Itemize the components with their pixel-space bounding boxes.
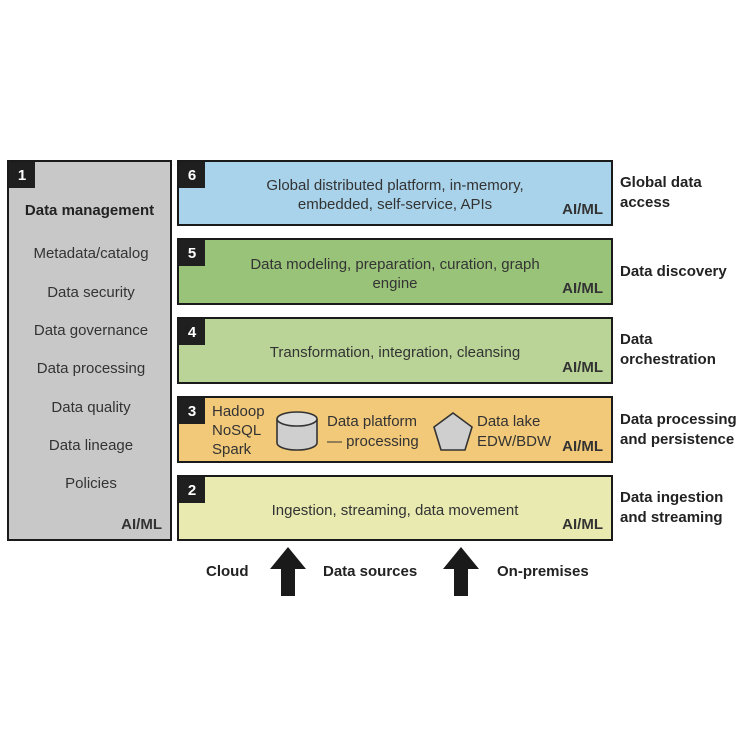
layer-5-label: Data discovery (620, 262, 727, 282)
data-management-panel: 1 Data management Metadata/catalog Data … (7, 160, 172, 541)
layer-number-4: 4 (179, 319, 205, 345)
up-arrow-icon-right (443, 547, 479, 596)
layer-3-label-line1: Data processing (620, 411, 737, 428)
layer-6-label-line1: Global data (620, 174, 702, 191)
data-lake-line1: Data lake (477, 413, 541, 430)
layer-2-label: Data ingestion and streaming (620, 488, 723, 528)
management-item-metadata: Metadata/catalog (33, 245, 149, 262)
tool-nosql: NoSQL (212, 422, 262, 439)
layer-number-2: 2 (179, 477, 205, 503)
layer-4-label-line2: orchestration (620, 351, 716, 368)
layer-3-tools: Hadoop NoSQL Spark (212, 402, 265, 459)
data-lake-pentagon-icon (433, 412, 473, 451)
layer-4-aiml: AI/ML (562, 359, 603, 376)
layer-4-box: 4 Transformation, integration, cleansing… (177, 317, 613, 384)
data-platform-label: Data platform — processing (327, 412, 419, 452)
layer-number-5: 5 (179, 240, 205, 266)
on-premises-label: On-premises (497, 563, 589, 580)
tool-hadoop: Hadoop (212, 403, 265, 420)
layer-2-box: 2 Ingestion, streaming, data movement AI… (177, 475, 613, 541)
data-platform-line2: — processing (327, 433, 419, 450)
layer-number-6: 6 (179, 162, 205, 188)
layer-5-text-line1: Data modeling, preparation, curation, gr… (250, 256, 540, 273)
layer-5-text-line2: engine (372, 275, 418, 292)
management-item-processing: Data processing (36, 360, 146, 377)
database-cylinder-icon (276, 411, 318, 451)
layer-3-aiml: AI/ML (562, 438, 603, 455)
management-item-governance: Data governance (33, 322, 149, 339)
layer-2-label-line2: and streaming (620, 509, 723, 526)
layer-3-label: Data processing and persistence (620, 410, 737, 450)
layer-6-box: 6 Global distributed platform, in-memory… (177, 160, 613, 226)
layer-4-text-line1: Transformation, integration, cleansing (269, 344, 521, 361)
layer-6-label: Global data access (620, 173, 702, 213)
layer-6-text-line2: embedded, self-service, APIs (297, 196, 493, 213)
layer-2-label-line1: Data ingestion (620, 489, 724, 506)
layer-3-label-line2: and persistence (620, 431, 735, 448)
layer-5-aiml: AI/ML (562, 280, 603, 297)
layer-2-aiml: AI/ML (562, 516, 603, 533)
management-item-lineage: Data lineage (48, 437, 134, 454)
layer-5-label-line1: Data discovery (620, 263, 727, 280)
layer-6-aiml: AI/ML (562, 201, 603, 218)
data-lake-label: Data lake EDW/BDW (477, 412, 551, 452)
management-aiml: AI/ML (121, 516, 162, 533)
management-item-quality: Data quality (51, 399, 131, 416)
up-arrow-icon-left (270, 547, 306, 596)
layer-3-box: 3 Hadoop NoSQL Spark Data platform — pro… (177, 396, 613, 463)
tool-spark: Spark (212, 441, 252, 458)
layer-4-label-line1: Data (620, 331, 653, 348)
management-item-policies: Policies (65, 475, 117, 492)
cloud-label: Cloud (206, 563, 249, 580)
layer-6-text-line1: Global distributed platform, in-memory, (266, 177, 524, 194)
layer-5-box: 5 Data modeling, preparation, curation, … (177, 238, 613, 305)
data-management-title: Data management (24, 202, 155, 219)
layer-6-label-line2: access (620, 194, 671, 211)
layer-number-1: 1 (9, 162, 35, 188)
layer-number-3: 3 (179, 398, 205, 424)
data-lake-line2: EDW/BDW (477, 433, 552, 450)
data-platform-line1: Data platform (327, 413, 418, 430)
management-item-security: Data security (47, 284, 135, 301)
data-sources-label: Data sources (323, 563, 418, 580)
layer-4-label: Data orchestration (620, 330, 716, 370)
layer-2-text-line1: Ingestion, streaming, data movement (271, 502, 519, 519)
